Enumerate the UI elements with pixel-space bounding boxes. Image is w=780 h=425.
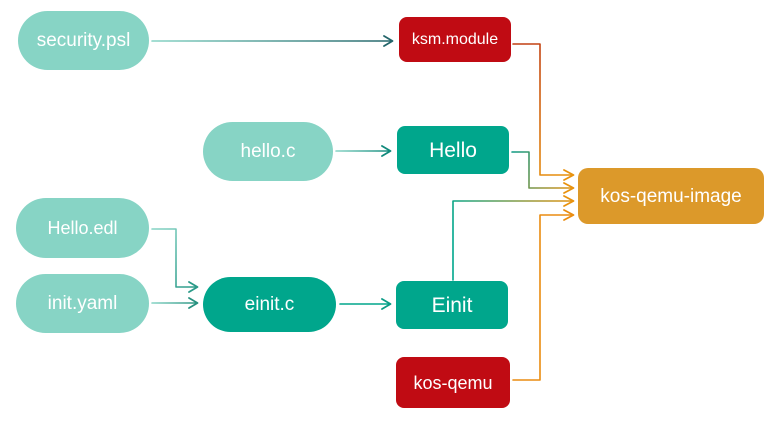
node-label: kos-qemu-image bbox=[600, 185, 742, 207]
node-hello: Hello bbox=[397, 126, 509, 174]
node-label: Einit bbox=[431, 293, 473, 317]
arrowhead-icon bbox=[563, 195, 575, 207]
edge-hello-edl-to-einit-c bbox=[151, 228, 197, 288]
arrowhead-icon bbox=[381, 298, 392, 310]
edge-kos-qemu-to-kos-qemu-image bbox=[512, 214, 572, 381]
node-ksm-module: ksm.module bbox=[399, 17, 511, 62]
node-hello-c: hello.c bbox=[203, 122, 333, 181]
node-kos-qemu-image: kos-qemu-image bbox=[578, 168, 764, 224]
node-label: init.yaml bbox=[47, 293, 118, 314]
node-label: ksm.module bbox=[411, 30, 499, 48]
arrowhead-icon bbox=[188, 297, 199, 309]
node-hello-edl: Hello.edl bbox=[16, 198, 149, 258]
node-einit-c: einit.c bbox=[203, 277, 336, 332]
node-einit: Einit bbox=[396, 281, 508, 329]
edge-hello-to-kos-qemu-image bbox=[511, 151, 572, 189]
arrowhead-icon bbox=[383, 35, 394, 47]
node-label: hello.c bbox=[240, 141, 296, 162]
node-label: security.psl bbox=[36, 30, 131, 51]
node-label: kos-qemu bbox=[413, 372, 493, 393]
node-kos-qemu: kos-qemu bbox=[396, 357, 510, 408]
arrowhead-icon bbox=[563, 182, 575, 194]
arrowhead-icon bbox=[381, 145, 392, 157]
edge-ksm-module-to-kos-qemu-image bbox=[512, 43, 572, 176]
edge-einit-to-kos-qemu-image bbox=[452, 200, 572, 281]
arrowhead-icon bbox=[563, 169, 575, 181]
arrowhead-icon bbox=[563, 209, 575, 221]
node-security-psl: security.psl bbox=[18, 11, 149, 70]
node-init-yaml: init.yaml bbox=[16, 274, 149, 333]
arrowhead-icon bbox=[188, 281, 199, 293]
node-label: Hello.edl bbox=[47, 218, 118, 238]
node-label: einit.c bbox=[244, 294, 295, 315]
node-label: Hello bbox=[429, 138, 477, 162]
